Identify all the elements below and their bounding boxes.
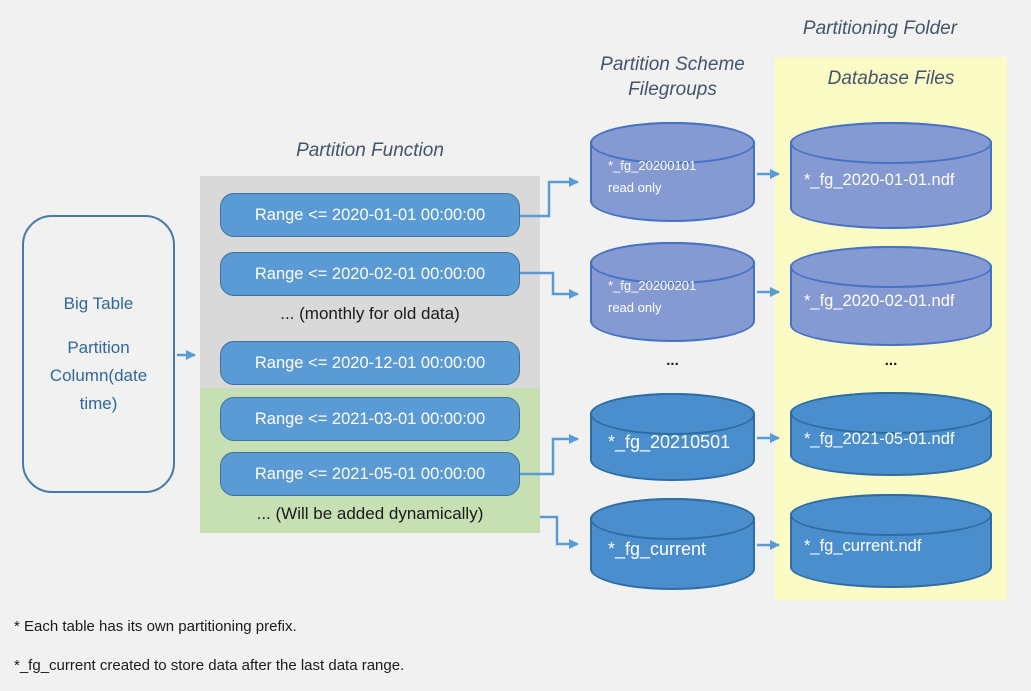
filegroups-heading: Partition Scheme Filegroups <box>565 52 780 102</box>
range-box-2020-02-01: Range <= 2020-02-01 00:00:00 <box>220 252 520 296</box>
dbfile-name: *_fg_2021-05-01.ndf <box>804 429 955 448</box>
dbfile-name: *_fg_2020-01-01.ndf <box>804 171 955 189</box>
partition-function-heading: Partition Function <box>296 140 444 161</box>
range-box-2021-05-01: Range <= 2021-05-01 00:00:00 <box>220 452 520 496</box>
filegroup-name: *_fg_20200201 <box>608 278 697 293</box>
dbfile-cylinder-2021-05-01: *_fg_2021-05-01.ndf <box>790 392 992 476</box>
range-box-2020-01-01: Range <= 2020-01-01 00:00:00 <box>220 193 520 237</box>
footnote-fg-current: *_fg_current created to store data after… <box>14 657 405 674</box>
dbfile-cylinder-2020-01-01: *_fg_2020-01-01.ndf <box>790 122 992 229</box>
dbfile-cylinder-current: *_fg_current.ndf <box>790 494 992 588</box>
filegroup-cylinder-20200101: *_fg_20200101 read only <box>590 122 755 222</box>
range-box-2020-12-01: Range <= 2020-12-01 00:00:00 <box>220 341 520 385</box>
filegroup-name: *_fg_current <box>608 538 707 559</box>
filegroups-heading-line1: Partition Scheme <box>600 54 745 75</box>
filegroup-cylinder-20210501: *_fg_20210501 <box>590 393 755 481</box>
database-files-heading: Database Files <box>827 68 955 89</box>
filegroup-status: read only <box>608 180 662 195</box>
filegroup-cylinder-current: *_fg_current <box>590 498 755 590</box>
new-data-note: ... (Will be added dynamically) <box>256 504 484 523</box>
filegroup-name: *_fg_20210501 <box>608 431 731 452</box>
footnote-prefix: * Each table has its own partitioning pr… <box>14 618 297 635</box>
range-box-2021-03-01: Range <= 2021-03-01 00:00:00 <box>220 397 520 441</box>
dbfile-name: *_fg_2020-02-01.ndf <box>804 291 955 310</box>
big-table-title: Big Table <box>63 294 134 313</box>
filegroups-ellipsis: ... <box>666 352 679 369</box>
old-data-note: ... (monthly for old data) <box>280 304 460 323</box>
filegroup-cylinder-20200201: *_fg_20200201 read only <box>590 242 755 342</box>
big-table-node: Big Table Partition Column(date time) <box>22 215 175 493</box>
filegroup-name: *_fg_20200101 <box>608 158 697 173</box>
filegroups-heading-line2: Filegroups <box>628 79 717 100</box>
big-table-subtitle: Partition Column(date time) <box>49 338 148 413</box>
filegroup-status: read only <box>608 300 662 315</box>
partitioning-folder-heading: Partitioning Folder <box>802 18 958 39</box>
dbfile-name: *_fg_current.ndf <box>804 536 922 555</box>
dbfiles-ellipsis: ... <box>884 352 898 369</box>
dbfile-cylinder-2020-02-01: *_fg_2020-02-01.ndf <box>790 246 992 346</box>
